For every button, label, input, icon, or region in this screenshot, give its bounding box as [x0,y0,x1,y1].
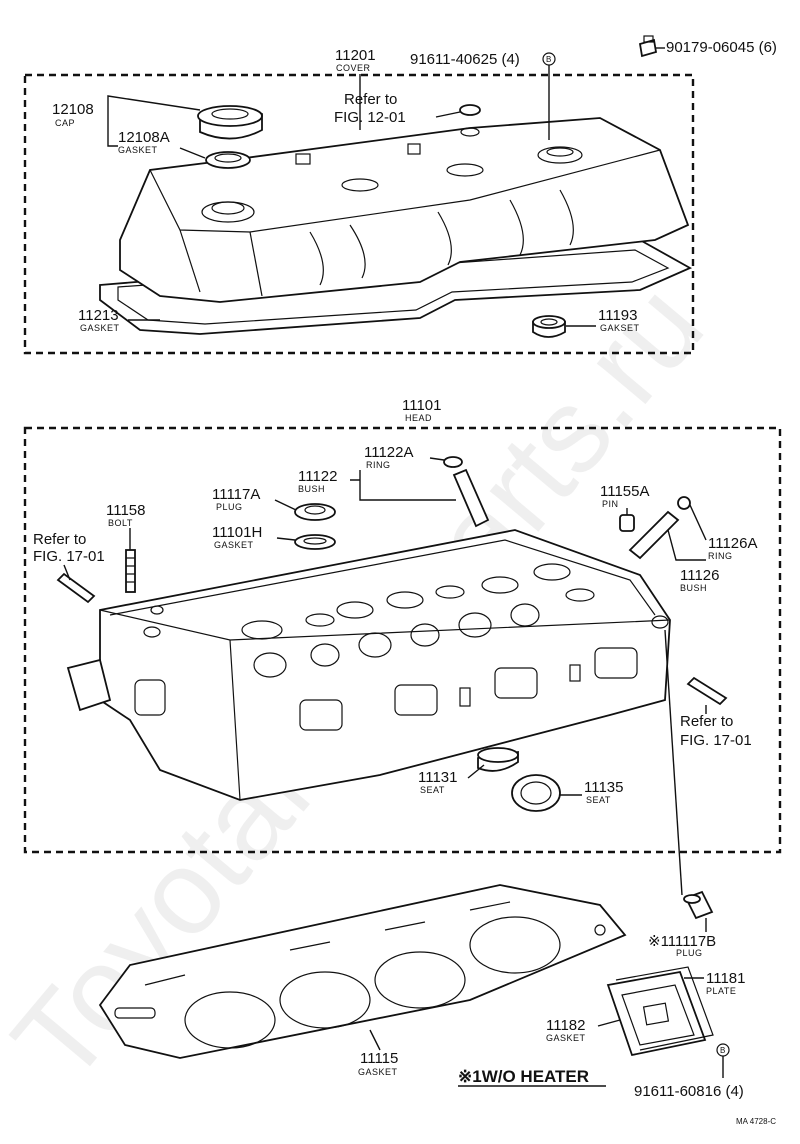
pin-number: 11155A [600,483,650,500]
cover-gasket-label: GASKET [80,323,120,333]
ring-b-number: 11126A [708,535,758,552]
cover-gasket-number: 11213 [78,307,119,324]
head-ref-right-line1: Refer to [680,713,733,730]
cover-gasket-shape [99,239,693,335]
cover-ref-line1: Refer to [344,91,397,108]
diagram-code: MA 4728-C [736,1117,776,1126]
nut-icon [638,35,658,58]
cover-ref-line2: FIG. 12-01 [334,109,406,126]
cap-label: CAP [55,118,75,128]
plate-gasket-shape [615,966,714,1051]
lower-bolt-marker: B [720,1046,725,1055]
seal-gasket-number: 11193 [598,307,638,324]
plug-number: 11117A [212,486,260,503]
bolt-label: BOLT [108,518,133,528]
plug-label: PLUG [216,502,243,512]
lower-bolt-number: 91611-60816 (4) [634,1083,744,1100]
cylinder-head-shape [66,529,671,801]
heater-note: ※1W/O HEATER [458,1067,589,1086]
cover-group-frame [23,73,695,355]
head-group-frame [23,426,782,854]
cap-gasket-shape [205,151,251,169]
pin-label: PIN [602,499,619,509]
cover-bolt-marker: B [546,55,551,64]
cover-label: COVER [336,63,371,73]
seat-b-shape [511,774,561,812]
seat-a-shape [477,747,519,772]
head-gasket-label: GASKET [214,540,254,550]
seal-gasket-shape [532,315,566,338]
head-number: 11101 [402,397,442,414]
ring-a-label: RING [366,460,391,470]
stud-left-shape [56,572,96,604]
valve-cover-shape [119,117,690,303]
head-ref-left-line2: FIG. 17-01 [33,548,105,565]
plate-number: 11181 [706,970,746,987]
bush-shape [443,456,490,528]
plug-b-shape [683,890,714,920]
cap-gasket-label: GASKET [118,145,158,155]
head-gasket-small-shape [294,534,336,550]
cyl-gasket-label: GASKET [358,1067,398,1077]
seat-a-label: SEAT [420,785,445,795]
cover-bolt-number: 91611-40625 (4) [410,51,520,68]
plate-gasket-label: GASKET [546,1033,586,1043]
seat-b-number: 11135 [584,779,624,796]
head-ref-left-line1: Refer to [33,531,86,548]
seal-gasket-label: GAKSET [600,323,640,333]
plate-gasket-number: 11182 [546,1017,586,1034]
plug-shape [294,503,336,521]
bolt-number: 11158 [106,502,146,519]
ring-a-number: 11122A [364,444,414,461]
pin-shape [619,514,635,532]
bush-label: BUSH [298,484,325,494]
plate-shape [606,970,707,1057]
bush-b-number: 11126 [680,567,720,584]
seat-a-number: 11131 [418,769,458,786]
head-ref-right-line2: FIG. 17-01 [680,732,752,749]
plate-label: PLATE [706,986,736,996]
cylinder-gasket-shape [98,884,627,1059]
bolt-stud-shape [125,549,136,593]
head-gasket-number: 11101H [212,524,262,541]
ring-b-label: RING [708,551,733,561]
cover-number: 11201 [335,47,376,64]
bush-number: 11122 [298,468,338,485]
plug-b-number: ※111117B [648,933,716,950]
cyl-gasket-number: 11115 [360,1050,398,1067]
nut-number: 90179-06045 (6) [666,39,777,56]
bush-b-shape [628,496,691,560]
cap-number: 12108 [52,101,94,118]
head-label: HEAD [405,413,432,423]
ref-bolt-shape [459,104,481,116]
stud-right-shape [686,676,728,706]
bush-b-label: BUSH [680,583,707,593]
seat-b-label: SEAT [586,795,611,805]
plug-b-label: PLUG [676,948,703,958]
cap-shape [197,105,263,140]
cap-gasket-number: 12108A [118,129,170,146]
